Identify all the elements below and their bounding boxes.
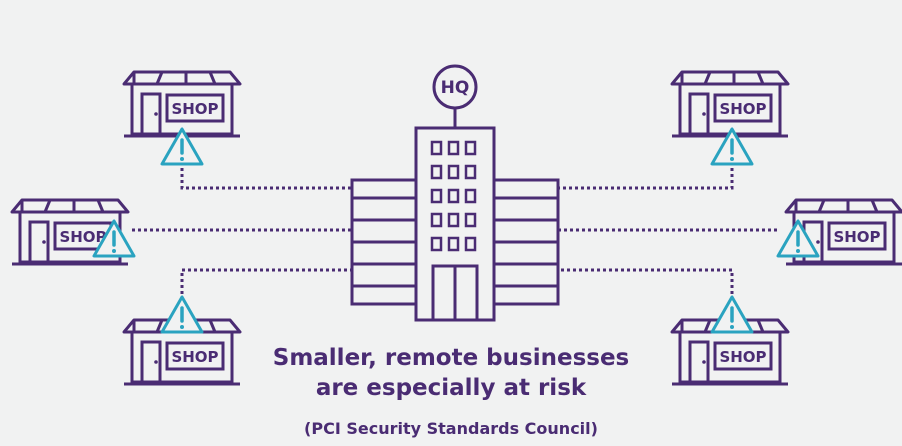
connector-lines	[132, 168, 780, 300]
shop-sign-label: SHOP	[59, 228, 106, 246]
shop-right-bottom: SHOP	[670, 318, 790, 386]
connector-right-top	[558, 168, 734, 190]
warning-triangle-icon	[160, 295, 204, 334]
shop-sign-label: SHOP	[719, 100, 766, 118]
caption-line-2: are especially at risk	[315, 375, 587, 401]
shop-sign-label: SHOP	[719, 348, 766, 366]
caption-line-1: Smaller, remote businesses	[272, 345, 630, 371]
source-citation: (PCI Security Standards Council)	[304, 419, 598, 438]
shop-sign-label: SHOP	[171, 100, 218, 118]
connector-left-top	[180, 168, 352, 190]
shop-left-top: SHOP	[122, 70, 242, 138]
connector-right-bottom	[558, 268, 734, 300]
shop-right-middle: SHOP	[784, 198, 902, 266]
shop-left-middle: SHOP	[10, 198, 130, 266]
hq-building-icon	[350, 64, 560, 322]
shop-sign-label: SHOP	[171, 348, 218, 366]
shop-sign-label: SHOP	[833, 228, 880, 246]
shop-right-top: SHOP	[670, 70, 790, 138]
warning-triangle-icon	[710, 295, 754, 334]
hq-label: HQ	[441, 78, 470, 98]
connector-left-bottom	[180, 268, 352, 300]
shop-left-bottom: SHOP	[122, 318, 242, 386]
